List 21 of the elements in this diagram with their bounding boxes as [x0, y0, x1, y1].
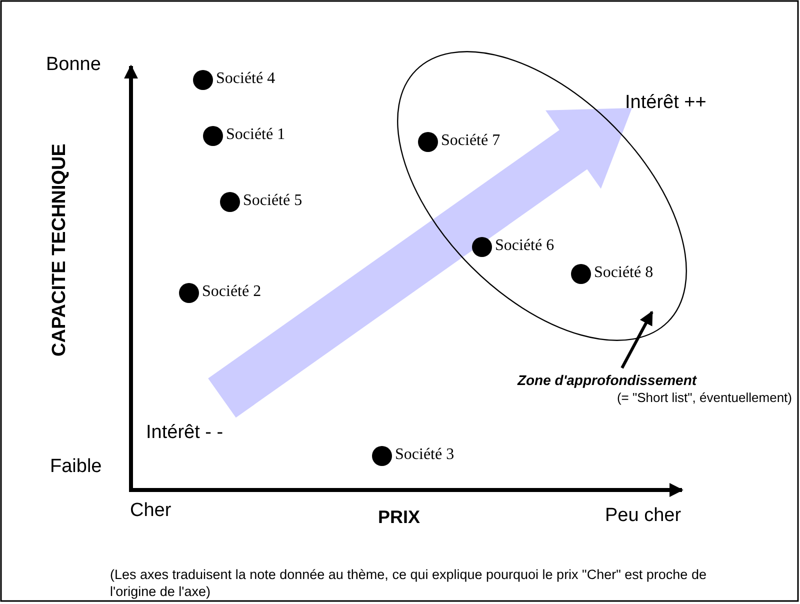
interest-label: Intérêt - - — [146, 422, 224, 444]
callout-note: (= "Short list", éventuellement) — [616, 389, 792, 405]
company-label: Société 3 — [395, 446, 454, 464]
company-label: Société 6 — [495, 237, 554, 255]
footnote: (Les axes traduisent la note donnée au thème, ce qui explique pourquoi le prix "Cher" est proche de l'origine de l'axe) — [110, 566, 708, 600]
company-label: Société 4 — [216, 70, 276, 88]
axis-end-label: Bonne — [46, 54, 101, 76]
axis-end-label: Faible — [50, 456, 102, 478]
company-label: Société 1 — [226, 126, 286, 144]
interest-label: Intérêt ++ — [625, 92, 708, 114]
axis-title: PRIX — [378, 507, 420, 528]
callout-title: Zone d'approfondissement — [516, 372, 698, 388]
axis-end-label: Peu cher — [605, 505, 682, 527]
company-label: Société 7 — [441, 132, 500, 150]
direction-arrow — [208, 108, 632, 418]
company-label: Société 8 — [594, 264, 654, 282]
company-label: Société 2 — [202, 283, 262, 301]
axis-end-label: Cher — [130, 500, 172, 522]
company-label: Société 5 — [243, 192, 302, 210]
leader-arrow — [620, 310, 654, 369]
axis-title: CAPACITE TECHNIQUE — [49, 144, 71, 356]
